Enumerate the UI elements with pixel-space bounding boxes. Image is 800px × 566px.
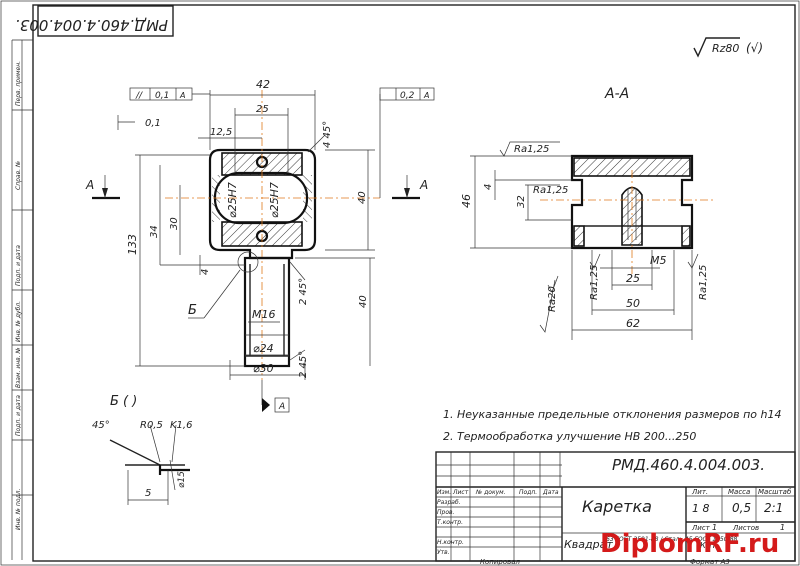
mass-value: 0,5 xyxy=(732,501,751,515)
side-label-2: Пров. xyxy=(437,509,455,516)
general-roughness-value: Rz80 xyxy=(712,42,739,55)
detail-dia: ⌀15 xyxy=(177,471,187,488)
dim-height-34: 34 xyxy=(149,225,160,238)
note-1: 1. Неуказанные предельные отклонения раз… xyxy=(443,408,782,421)
sheets-value: 1 xyxy=(780,523,785,532)
general-roughness-suffix: (√) xyxy=(746,41,763,55)
section-view xyxy=(470,141,715,340)
detail-radius: R0,5 xyxy=(140,420,163,431)
detail-angle: 45° xyxy=(92,420,110,431)
tol-flatness: 0,1 xyxy=(145,118,161,129)
dim-dia-30: ⌀30 xyxy=(253,362,274,375)
watermark-brand: DiplomRF xyxy=(600,529,741,559)
mass-label: Масса xyxy=(728,488,750,496)
section-arrow-left-label: А xyxy=(85,178,94,192)
detail-marker-label: Б xyxy=(188,303,197,318)
detail-view xyxy=(109,424,190,505)
section-rough-4: Ra1,25 xyxy=(698,265,709,300)
section-rough-3: Ra1,25 xyxy=(589,265,600,300)
title-block xyxy=(435,451,796,562)
material: Квадрат xyxy=(564,538,613,551)
detail-title: Б ( ) xyxy=(110,394,137,409)
copied-label: Копировал xyxy=(480,558,521,566)
lit-value: 1 8 xyxy=(692,502,710,515)
section-rough-1: Ra1,25 xyxy=(514,144,549,155)
section-arrow-right-label: А xyxy=(419,178,428,192)
drawing-frame xyxy=(32,4,796,562)
dim-chamfer-mid: 2 45° xyxy=(298,278,309,305)
sheet-label: Лист xyxy=(691,524,711,532)
note-2: 2. Термообработка улучшение HB 200...250 xyxy=(443,430,696,443)
material-spec: 63 ГОСТ 2591-88 / Сталь 45 ГОСТ 1050-88 xyxy=(606,536,738,543)
front-view xyxy=(92,87,435,413)
watermark: DiplomRF .ru xyxy=(600,529,779,559)
tol-par-value: 0,1 xyxy=(155,91,169,101)
dim-bore-1: ⌀25H7 xyxy=(226,182,239,218)
strip-label-3: Подп. и дата xyxy=(15,245,22,286)
side-label-5: Н.контр. xyxy=(437,539,464,546)
part-name: Каретка xyxy=(582,497,652,516)
dim-bore-2: ⌀25H7 xyxy=(268,182,281,218)
row-label-5: Дата xyxy=(542,489,559,496)
dim-height-4: 4 xyxy=(200,269,211,275)
tol-perp-value: 0,2 xyxy=(400,91,415,101)
section-dim-25: 25 xyxy=(626,272,640,285)
section-dim-50: 50 xyxy=(626,297,640,310)
strip-label-5: Взам. инв. № xyxy=(15,347,22,388)
strip-label-2: Справ. № xyxy=(15,161,22,190)
datum-a-label: А xyxy=(278,402,285,412)
section-title: А-А xyxy=(604,86,629,102)
dim-width-42: 42 xyxy=(256,78,270,91)
dim-height-40: 40 xyxy=(357,191,368,204)
format-label: Формат А3 xyxy=(690,558,730,566)
org: КИТ xyxy=(700,541,718,550)
section-dim-32: 32 xyxy=(516,195,527,208)
dim-width-25: 25 xyxy=(256,104,269,115)
section-thread-m5: M5 xyxy=(650,254,667,267)
section-dim-62: 62 xyxy=(626,317,640,330)
tol-par-base: А xyxy=(179,91,185,100)
code-box-rotated: РМД.460.4.004.003. xyxy=(15,5,174,37)
tol-perp-base: А xyxy=(423,91,429,100)
section-dim-46: 46 xyxy=(460,194,473,208)
strip-label-6: Подп. и дата xyxy=(15,395,22,436)
title-code: РМД.460.4.004.003. xyxy=(612,456,765,474)
section-rough-5: Ra20 xyxy=(547,286,558,312)
row-label-3: № докум. xyxy=(475,489,506,496)
dim-chamfer-top: 4 45° xyxy=(322,121,333,148)
scale-value: 2:1 xyxy=(764,501,783,515)
detail-len: 5 xyxy=(145,488,151,499)
row-label-4: Подп. xyxy=(519,489,537,496)
tol-par-symbol: // xyxy=(135,91,143,101)
dim-height-133: 133 xyxy=(126,234,139,255)
lit-label: Лит. xyxy=(691,488,708,496)
dim-dia-24: ⌀24 xyxy=(253,342,274,355)
dim-height-30: 30 xyxy=(169,217,180,230)
strip-label-1: Перв. примен. xyxy=(15,61,22,106)
strip-label-7: Инв. № подл. xyxy=(15,489,22,530)
code-rotated: РМД.460.4.004.003. xyxy=(15,16,168,34)
dim-width-12-5: 12,5 xyxy=(210,127,232,138)
section-rough-2: Ra1,25 xyxy=(533,185,568,196)
sheet-value: 1 xyxy=(712,523,717,532)
dim-chamfer-bot: 2 45° xyxy=(298,351,309,378)
side-strip: Перв. примен. Справ. № Подп. и дата Инв.… xyxy=(11,39,33,560)
sheets-label: Листов xyxy=(732,524,759,532)
strip-label-4: Инв. № дубл. xyxy=(15,301,22,342)
row-label-1: Изм. xyxy=(437,489,451,496)
detail-rough: K1,6 xyxy=(170,420,192,431)
side-label-6: Утв. xyxy=(437,549,450,556)
general-roughness: Rz80 (√) xyxy=(693,37,763,58)
dim-height-40b: 40 xyxy=(358,295,369,308)
section-dim-4: 4 xyxy=(483,184,494,190)
row-label-2: Лист xyxy=(452,489,469,496)
side-label-1: Разраб. xyxy=(437,499,461,506)
dim-thread-m16: M16 xyxy=(252,308,276,321)
watermark-tld: .ru xyxy=(738,529,779,559)
scale-label: Масштаб xyxy=(758,488,792,496)
side-label-3: Т.контр. xyxy=(437,519,463,526)
